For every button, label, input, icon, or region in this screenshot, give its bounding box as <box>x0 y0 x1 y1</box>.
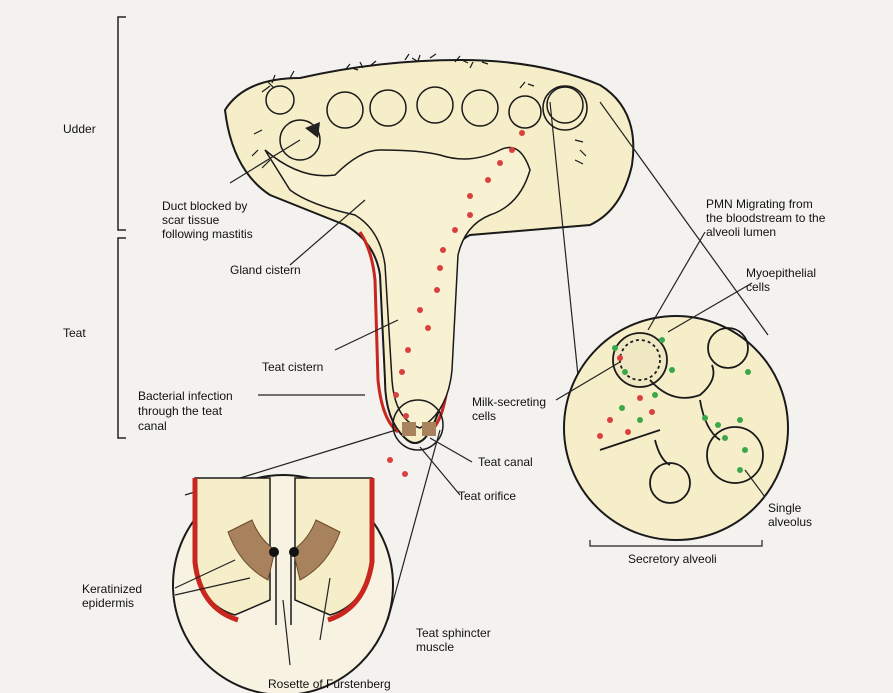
label-pmn-1: PMN Migrating from <box>706 197 813 211</box>
label-keratinized-1: Keratinized <box>82 582 142 596</box>
label-teat-canal: Teat canal <box>478 455 533 469</box>
label-single-alveolus-1: Single <box>768 501 802 515</box>
label-milk-secreting-1: Milk-secreting <box>472 395 546 409</box>
label-single-alveolus-2: alveolus <box>768 515 812 529</box>
label-myoepithelial-2: cells <box>746 280 770 294</box>
label-bacterial-2: through the teat <box>138 404 223 418</box>
label-pmn-3: alveoli lumen <box>706 225 776 239</box>
label-duct-blocked-1: Duct blocked by <box>162 199 247 213</box>
label-bacterial-3: canal <box>138 419 167 433</box>
label-milk-secreting-2: cells <box>472 409 496 423</box>
label-udder: Udder <box>63 122 96 136</box>
label-duct-blocked-2: scar tissue <box>162 213 220 227</box>
label-myoepithelial-1: Myoepithelial <box>746 266 816 280</box>
label-rosette: Rosette of Furstenberg <box>268 677 391 691</box>
label-pmn-2: the bloodstream to the <box>706 211 826 225</box>
label-teat-orifice: Teat orifice <box>458 489 516 503</box>
label-keratinized-2: epidermis <box>82 596 134 610</box>
label-sphincter-1: Teat sphincter <box>416 626 491 640</box>
label-bacterial-1: Bacterial infection <box>138 389 233 403</box>
label-sphincter-2: muscle <box>416 640 454 654</box>
alveoli-cross-section <box>564 316 788 540</box>
label-gland-cistern: Gland cistern <box>230 263 301 277</box>
label-teat: Teat <box>63 326 86 340</box>
gland-cistern-outline <box>265 148 530 429</box>
udder-bracket <box>118 17 126 230</box>
label-teat-cistern: Teat cistern <box>262 360 323 374</box>
teat-bracket <box>118 238 126 438</box>
label-secretory-alveoli: Secretory alveoli <box>628 552 717 566</box>
label-duct-blocked-3: following mastitis <box>162 227 253 241</box>
